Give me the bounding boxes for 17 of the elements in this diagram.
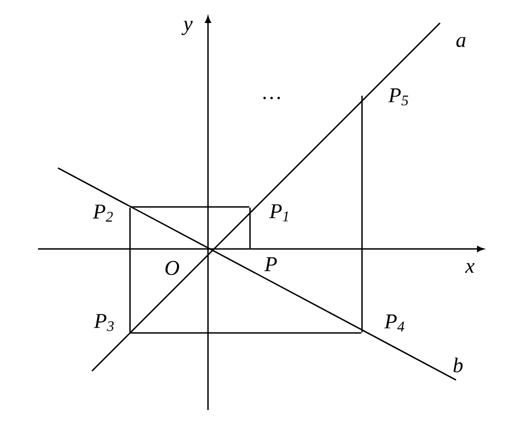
point-label: P$_{4}$ <box>384 314 404 332</box>
point-label: P$_{5}$ <box>388 88 408 106</box>
point-label: P$_{2}$ <box>92 204 113 222</box>
line-label: a <box>456 36 466 48</box>
line-label: b <box>454 358 463 372</box>
segment <box>130 332 362 334</box>
axis-label: y <box>182 20 193 36</box>
point-label: P <box>264 257 277 272</box>
point-label: P$_{3}$ <box>94 314 114 332</box>
segment <box>249 208 251 248</box>
ellipsis: … <box>263 96 280 100</box>
segment <box>130 206 250 208</box>
origin-label: O <box>165 260 180 276</box>
segment <box>361 96 363 332</box>
segment <box>129 208 131 332</box>
point-label: P$_{1}$ <box>269 204 288 222</box>
axis-label: x <box>465 263 475 273</box>
